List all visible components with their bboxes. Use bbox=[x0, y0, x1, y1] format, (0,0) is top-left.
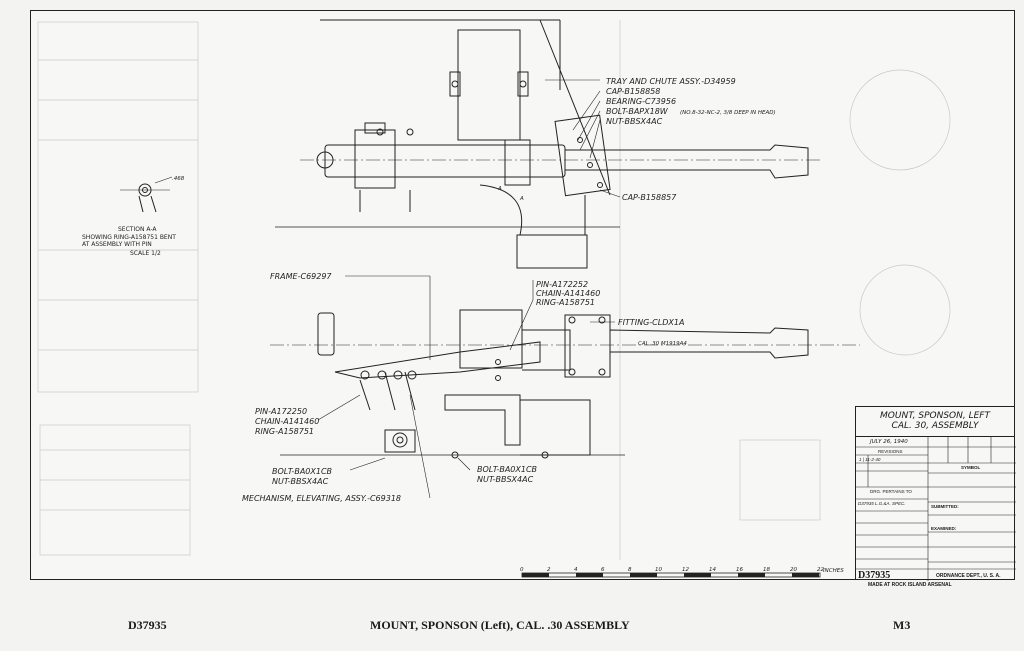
scale-tick-label: 20 bbox=[790, 567, 797, 573]
symbol-label: SYMBOL bbox=[961, 465, 981, 470]
scale-tick-label: 8 bbox=[628, 567, 632, 573]
callout-pin-a172250: PIN-A172250 bbox=[255, 407, 307, 416]
revision-entry: 1 | 11-2-40 bbox=[859, 457, 881, 462]
section-mark-a2: A bbox=[519, 196, 524, 202]
section-title: SECTION A-A bbox=[118, 226, 157, 233]
scale-tick-label: 12 bbox=[682, 567, 689, 573]
footer-drawing-number: D37935 bbox=[128, 618, 167, 632]
drawing-number: D37935 bbox=[858, 570, 891, 581]
callout-bolt-note: (NO.8-32-NC-2, 3/8 DEEP IN HEAD) bbox=[680, 110, 776, 116]
title-line-2: CAL. 30, ASSEMBLY bbox=[891, 421, 979, 431]
drawing-date: JULY 26, 1940 bbox=[870, 439, 908, 445]
callout-fitting: FITTING-CLDX1A bbox=[618, 318, 684, 327]
callout-bolt-left: BOLT-BA0X1CB bbox=[272, 467, 332, 476]
ordnance-dept: ORDNANCE DEPT., U. S. A. bbox=[936, 573, 1001, 579]
callout-cap-b158857: CAP-B158857 bbox=[622, 193, 677, 202]
title-block-grid bbox=[856, 437, 1016, 581]
scale-bar: 0 2 4 6 8 10 12 14 16 18 20 22 INCHES bbox=[520, 567, 844, 578]
callout-pin-a172252: PIN-A172252 bbox=[536, 280, 588, 289]
callout-chain-left: CHAIN-A141460 bbox=[255, 417, 319, 426]
section-note-1: SHOWING RING-A158751 BENT bbox=[82, 234, 176, 241]
callout-bolt-bapx18w: BOLT-BAPX18W bbox=[606, 107, 669, 116]
gun-note: CAL .30 M1919A4 bbox=[638, 341, 687, 347]
callout-nut-left: NUT-BBSX4AC bbox=[272, 477, 329, 486]
callout-ring-left: RING-A158751 bbox=[255, 427, 314, 436]
footer-code: M3 bbox=[893, 618, 911, 632]
revisions-label: REVISIONS bbox=[878, 449, 903, 454]
callout-nut-right: NUT-BBSX4AC bbox=[477, 475, 534, 484]
callout-bearing: BEARING-C73956 bbox=[606, 97, 676, 106]
callout-cap-b158858: CAP-B158858 bbox=[606, 87, 660, 96]
examined-label: EXAMINED: bbox=[931, 526, 957, 531]
scale-tick-label: 4 bbox=[574, 567, 578, 573]
scale-tick-label: 0 bbox=[520, 567, 524, 573]
drg-pertains-label: DRG. PERTAINS TO bbox=[870, 489, 912, 494]
callout-tray-chute: TRAY AND CHUTE ASSY.-D34959 bbox=[606, 77, 736, 86]
scale-tick-label: 18 bbox=[763, 567, 770, 573]
footer-title: MOUNT, SPONSON (Left), CAL. .30 ASSEMBLY bbox=[370, 618, 630, 632]
title-block: MOUNT, SPONSON, LEFT CAL. 30, ASSEMBLY J… bbox=[855, 406, 1016, 581]
top-view bbox=[275, 19, 820, 269]
bottom-view bbox=[270, 309, 860, 459]
scale-unit: INCHES bbox=[823, 568, 844, 574]
callout-frame: FRAME-C69297 bbox=[270, 272, 332, 281]
section-mark-a1: A bbox=[497, 186, 502, 192]
drawing-sheet bbox=[30, 10, 1015, 580]
submitted-label: SUBMITTED: bbox=[931, 504, 959, 509]
scale-tick-label: 10 bbox=[655, 567, 662, 573]
section-scale: SCALE 1/2 bbox=[130, 250, 161, 257]
scale-tick-label: 16 bbox=[736, 567, 743, 573]
section-a-a-detail bbox=[120, 176, 173, 213]
drg-pertains-values: D37935 L.G.&A. SPEC. bbox=[858, 501, 906, 506]
title-block-heading: MOUNT, SPONSON, LEFT CAL. 30, ASSEMBLY bbox=[856, 407, 1014, 437]
callout-chain-top: CHAIN-A141460 bbox=[536, 289, 600, 298]
callout-mechanism: MECHANISM, ELEVATING, ASSY.-C69318 bbox=[242, 494, 401, 503]
scale-tick-label: 14 bbox=[709, 567, 716, 573]
callout-ring-top: RING-A158751 bbox=[536, 298, 595, 307]
leader-lines bbox=[317, 79, 621, 499]
scale-tick-label: 6 bbox=[601, 567, 605, 573]
callout-bolt-right: BOLT-BA0X1CB bbox=[477, 465, 537, 474]
section-dimension: .468 bbox=[172, 176, 185, 182]
callout-nut-bbsx4ac: NUT-BBSX4AC bbox=[606, 117, 663, 126]
section-note-2: AT ASSEMBLY WITH PIN bbox=[82, 241, 152, 248]
scale-tick-label: 2 bbox=[547, 567, 551, 573]
title-line-1: MOUNT, SPONSON, LEFT bbox=[880, 411, 990, 421]
scale-tick-label: 22 bbox=[817, 567, 824, 573]
made-at-arsenal: MADE AT ROCK ISLAND ARSENAL bbox=[868, 582, 952, 588]
ghost-linework bbox=[37, 20, 951, 560]
